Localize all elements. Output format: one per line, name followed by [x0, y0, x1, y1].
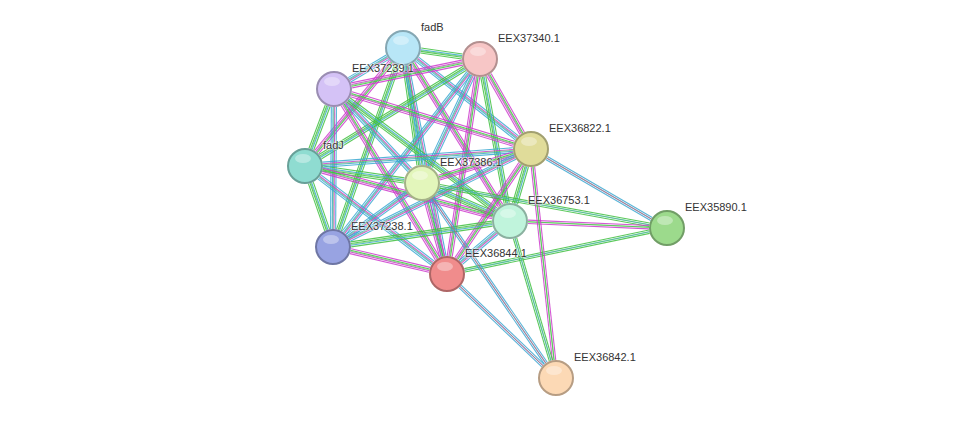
evidence-strand — [461, 285, 544, 364]
interaction-edge — [440, 186, 650, 224]
node-highlight — [324, 77, 340, 86]
evidence-strand — [547, 157, 652, 218]
evidence-strand — [350, 97, 513, 147]
interaction-group — [528, 220, 649, 229]
node-highlight — [470, 47, 486, 56]
evidence-strand — [440, 186, 650, 224]
evidence-strand — [351, 93, 514, 143]
protein-node: EEX36753.1 — [492, 203, 528, 239]
protein-node: EEX37238.1 — [315, 229, 351, 265]
protein-node: EEX37386.1 — [404, 165, 440, 201]
interaction-group — [420, 48, 462, 59]
evidence-strand — [350, 252, 429, 271]
evidence-strand — [464, 230, 649, 269]
evidence-strand — [309, 105, 325, 148]
protein-label: EEX35890.1 — [685, 201, 747, 213]
evidence-strand — [513, 166, 524, 203]
evidence-strand — [308, 184, 324, 231]
protein-label: EEX36842.1 — [574, 351, 636, 363]
evidence-strand — [460, 286, 543, 365]
interaction-edge — [421, 51, 462, 57]
protein-label: EEX37340.1 — [498, 32, 560, 44]
interaction-group — [308, 182, 329, 231]
node-highlight — [521, 137, 537, 146]
evidence-strand — [312, 183, 328, 230]
evidence-strand — [310, 183, 326, 230]
protein-node: EEX35890.1 — [649, 210, 685, 246]
protein-label: EEX37238.1 — [351, 220, 413, 232]
evidence-strand — [330, 107, 332, 229]
interaction-edge — [311, 183, 327, 230]
protein-label: EEX36753.1 — [528, 194, 590, 206]
evidence-strand — [352, 92, 515, 142]
interaction-edge — [528, 222, 649, 227]
protein-node: EEX37239.1 — [316, 71, 352, 107]
interaction-edge — [352, 63, 463, 86]
evidence-strand — [440, 185, 650, 223]
protein-label: EEX37386.1 — [440, 156, 502, 168]
protein-label: fadB — [421, 21, 444, 33]
node-highlight — [546, 366, 562, 375]
interaction-group — [350, 249, 430, 273]
protein-node: EEX36842.1 — [538, 360, 574, 396]
node-highlight — [393, 36, 409, 45]
protein-node: EEX37340.1 — [462, 41, 498, 77]
interaction-group — [464, 230, 649, 272]
interaction-edge — [465, 232, 650, 271]
evidence-strand — [465, 233, 650, 272]
interaction-edge — [351, 251, 430, 270]
evidence-strand — [491, 73, 524, 132]
interaction-group — [546, 157, 653, 221]
node-highlight — [295, 154, 311, 163]
interaction-edge — [489, 75, 522, 134]
evidence-strand — [459, 165, 523, 260]
protein-node: fadB — [385, 30, 421, 66]
interaction-group — [459, 285, 544, 367]
node-highlight — [437, 262, 453, 271]
interaction-group — [351, 60, 463, 88]
evidence-strand — [350, 159, 516, 241]
interaction-edge — [460, 286, 543, 365]
evidence-strand — [465, 232, 650, 271]
node-highlight — [412, 171, 428, 180]
interaction-edge — [547, 158, 652, 219]
evidence-strand — [350, 254, 429, 273]
evidence-strand — [420, 53, 461, 59]
node-highlight — [657, 216, 673, 225]
protein-label: EEX36822.1 — [549, 122, 611, 134]
protein-node: fadJ — [287, 148, 323, 184]
edge-group — [308, 48, 652, 367]
node-highlight — [323, 235, 339, 244]
evidence-strand — [351, 250, 430, 269]
node-highlight — [500, 209, 516, 218]
protein-label: EEX36844.1 — [465, 247, 527, 259]
evidence-strand — [546, 160, 651, 221]
protein-node: EEX36844.1 — [429, 256, 465, 292]
evidence-strand — [459, 288, 542, 367]
evidence-strand — [439, 188, 649, 226]
protein-label: fadJ — [323, 139, 344, 151]
protein-label: EEX37239.1 — [352, 62, 414, 74]
evidence-strand — [547, 158, 652, 219]
evidence-strand — [351, 249, 430, 268]
protein-node: EEX36822.1 — [513, 131, 549, 167]
interaction-group — [439, 185, 649, 227]
